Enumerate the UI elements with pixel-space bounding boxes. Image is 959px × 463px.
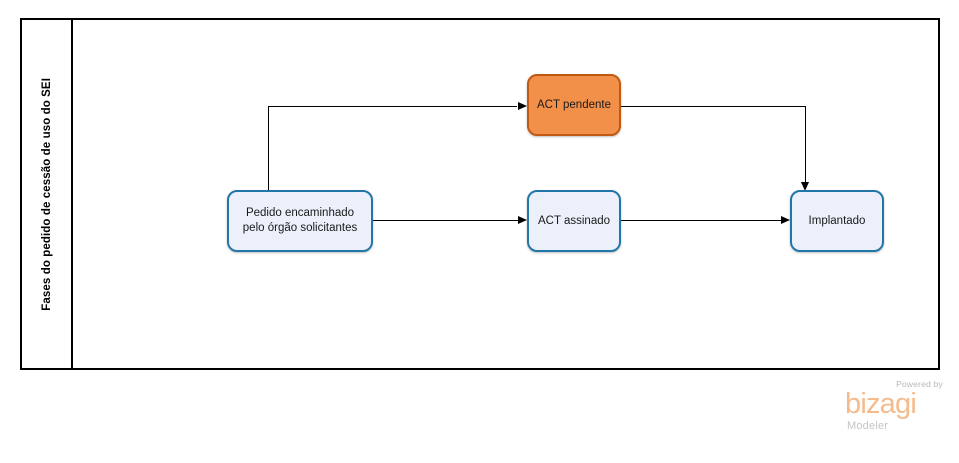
connector-pedido-to-act-pendente-horizontal — [268, 106, 517, 107]
task-act-pendente[interactable]: ACT pendente — [527, 74, 621, 136]
connector-act-pendente-to-implantado-vertical — [805, 106, 806, 182]
task-act-pendente-label: ACT pendente — [537, 98, 611, 111]
lane-header: Fases do pedido de cessão de uso do SEI — [22, 20, 73, 368]
connector-act-assinado-to-implantado — [621, 220, 781, 221]
bizagi-logo-text: bizagi — [845, 388, 917, 420]
lane-title-label: Fases do pedido de cessão de uso do SEI — [40, 77, 53, 311]
arrowhead-into-act-assinado — [518, 215, 527, 224]
connector-pedido-to-act-pendente-vertical — [268, 106, 269, 191]
bizagi-product-label: Modeler — [847, 420, 889, 432]
connector-act-pendente-to-implantado-horizontal — [621, 106, 805, 107]
task-pedido-encaminhado[interactable]: Pedido encaminhado pelo órgão solicitant… — [227, 190, 373, 252]
task-pedido-encaminhado-label: Pedido encaminhado pelo órgão solicitant… — [242, 207, 358, 234]
task-act-assinado-label: ACT assinado — [537, 214, 611, 227]
task-act-assinado[interactable]: ACT assinado — [527, 190, 621, 252]
arrowhead-into-implantado-top — [800, 182, 809, 191]
process-pool: Fases do pedido de cessão de uso do SEI … — [20, 18, 940, 370]
arrowhead-into-act-pendente — [518, 101, 527, 110]
arrowhead-into-implantado-left — [781, 215, 790, 224]
bizagi-watermark: Powered by bizagi Modeler — [845, 379, 945, 437]
lane-body: Pedido encaminhado pelo órgão solicitant… — [73, 20, 938, 368]
powered-by-label: Powered by — [896, 379, 943, 389]
connector-pedido-to-act-assinado — [373, 220, 518, 221]
task-implantado[interactable]: Implantado — [790, 190, 884, 252]
task-implantado-label: Implantado — [808, 214, 866, 227]
